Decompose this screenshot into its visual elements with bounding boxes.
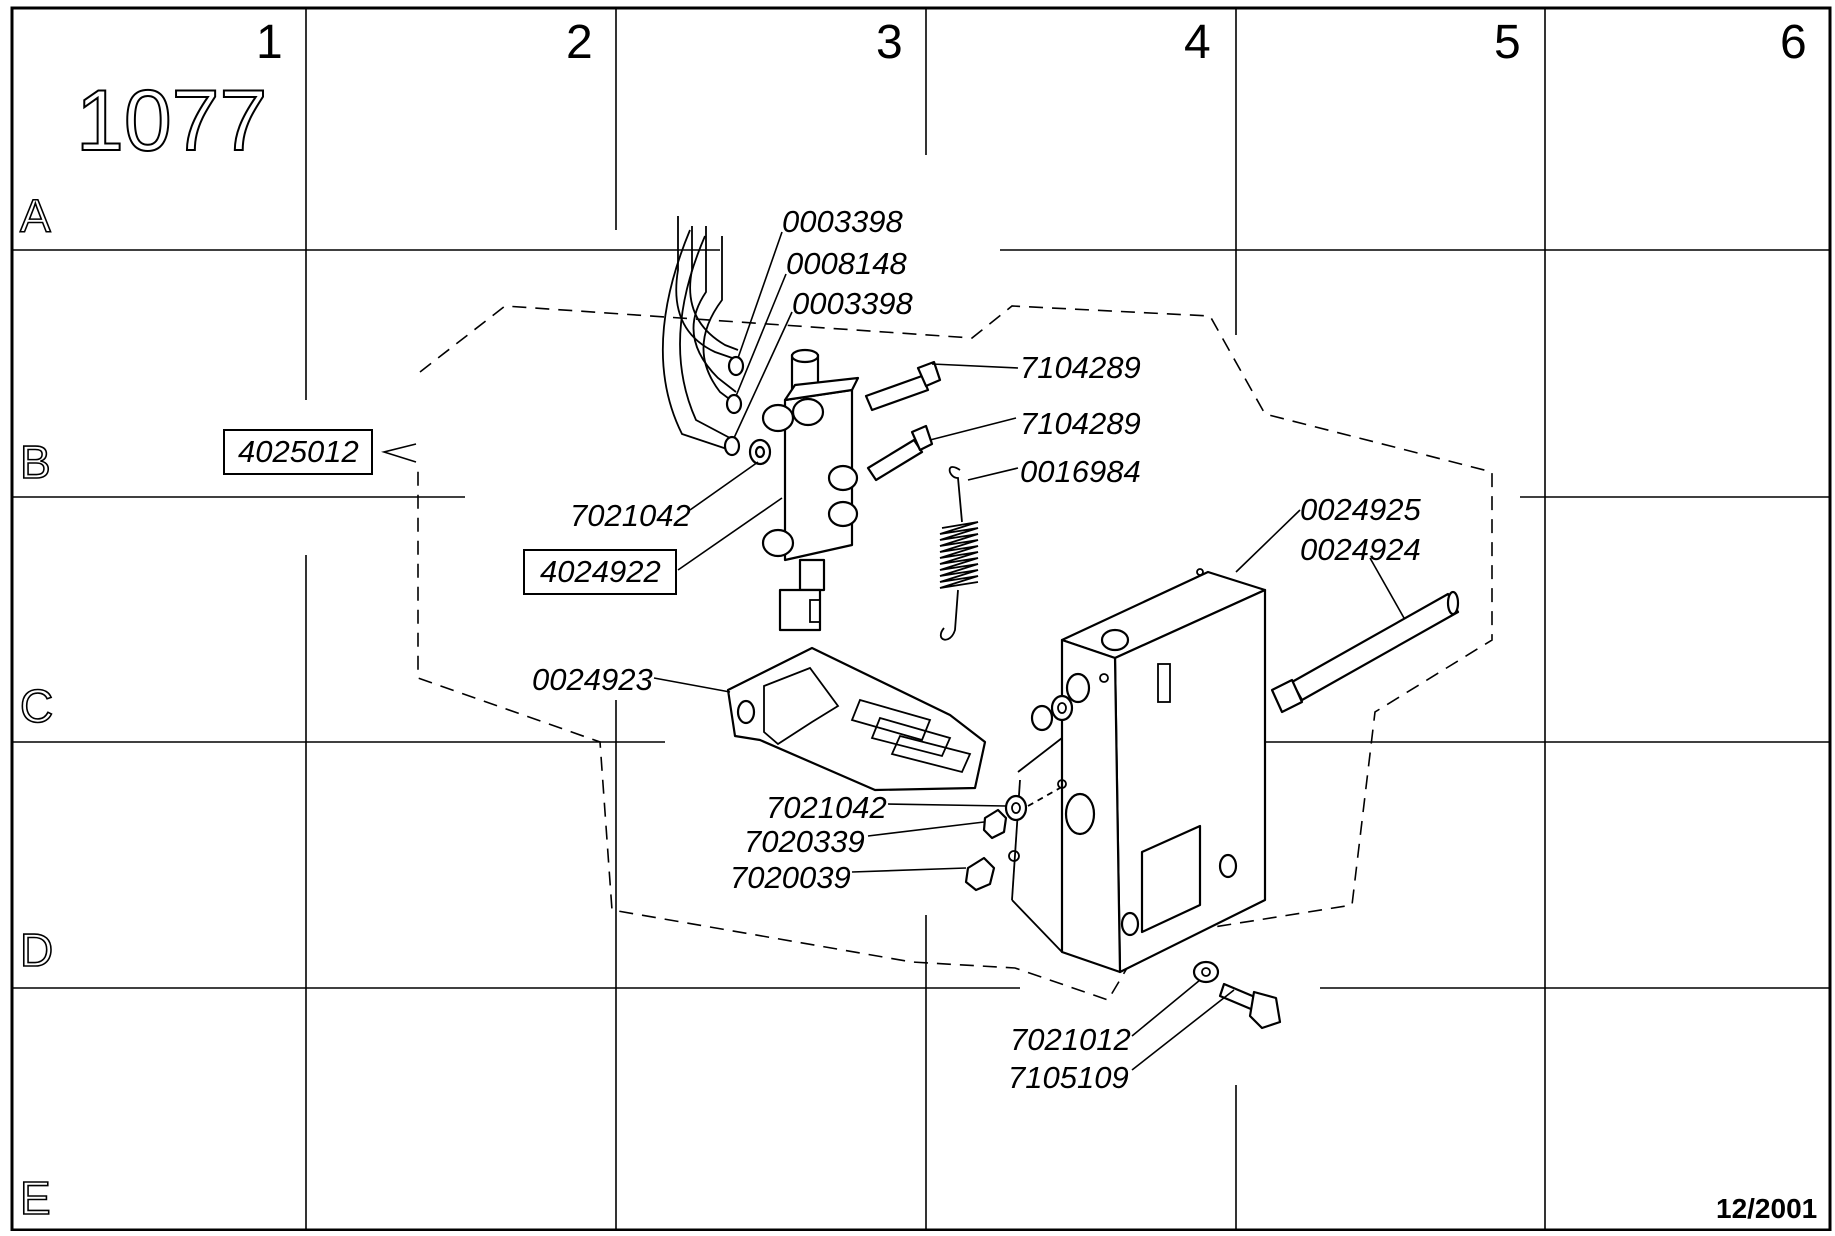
shaft-part (1270, 590, 1460, 714)
screw-upper-part (864, 360, 942, 412)
grid-column-5: 5 (1494, 16, 1521, 69)
valve-block (761, 348, 860, 632)
part-label-bracket-box-1: 0024925 (1300, 492, 1421, 527)
bracket-box-part (1011, 568, 1267, 974)
drawing-border (10, 6, 1832, 1232)
grid-row-d: D (20, 924, 53, 976)
grid-column-6: 6 (1780, 16, 1807, 69)
part-label-washer-bottom: 7021012 (1010, 1022, 1131, 1057)
part-label-screw-lower: 7104289 (1020, 406, 1141, 441)
part-label-pedal: 0024923 (532, 662, 653, 697)
grid-column-3: 3 (876, 16, 903, 69)
washer-valve-part (748, 438, 772, 466)
washer-bottom-part (1192, 960, 1220, 984)
part-label-washer-valve: 7021042 (570, 498, 691, 533)
grid-column-1: 1 (256, 16, 283, 69)
valve-block-ref-box (523, 549, 677, 595)
part-label-hose-3: 0003398 (792, 286, 913, 321)
part-label-washer-pedal: 7021042 (766, 790, 887, 825)
hose-group (661, 216, 745, 457)
grid-row-e: E (20, 1172, 51, 1224)
grid-row-b: B (20, 436, 51, 488)
part-label-screw-upper: 7104289 (1020, 350, 1141, 385)
assembly-boundary (417, 305, 1493, 1001)
bolt-bottom-part (1218, 982, 1282, 1030)
grid-row-a: A (20, 190, 51, 242)
assembly-ref-box (223, 429, 373, 475)
spring-part (939, 466, 979, 641)
part-label-nut-small: 7020339 (744, 824, 865, 859)
part-label-hose-2: 0008148 (786, 246, 907, 281)
grid-column-2: 2 (566, 16, 593, 69)
pedal-part (726, 646, 987, 792)
reference-grid (12, 8, 1830, 1230)
grid-row-c: C (20, 680, 53, 732)
sheet-number: 1077 (76, 73, 267, 169)
grid-column-4: 4 (1184, 16, 1211, 69)
nut-washer-cluster (964, 694, 1074, 892)
part-label-valve-block: 4024922 (540, 554, 661, 589)
revision-date: 12/2001 (1716, 1193, 1817, 1224)
part-label-spring: 0016984 (1020, 454, 1141, 489)
screw-lower-part (866, 424, 934, 482)
part-label-bracket-box-2: 0024924 (1300, 532, 1421, 567)
assembly-ref-marker (381, 443, 417, 463)
part-label-bolt-bottom: 7105109 (1008, 1060, 1129, 1095)
leader-lines (653, 231, 1405, 1071)
assembly-ref-label: 4025012 (238, 434, 359, 469)
part-label-nut-large: 7020039 (730, 860, 851, 895)
part-label-hose-1: 0003398 (782, 204, 903, 239)
